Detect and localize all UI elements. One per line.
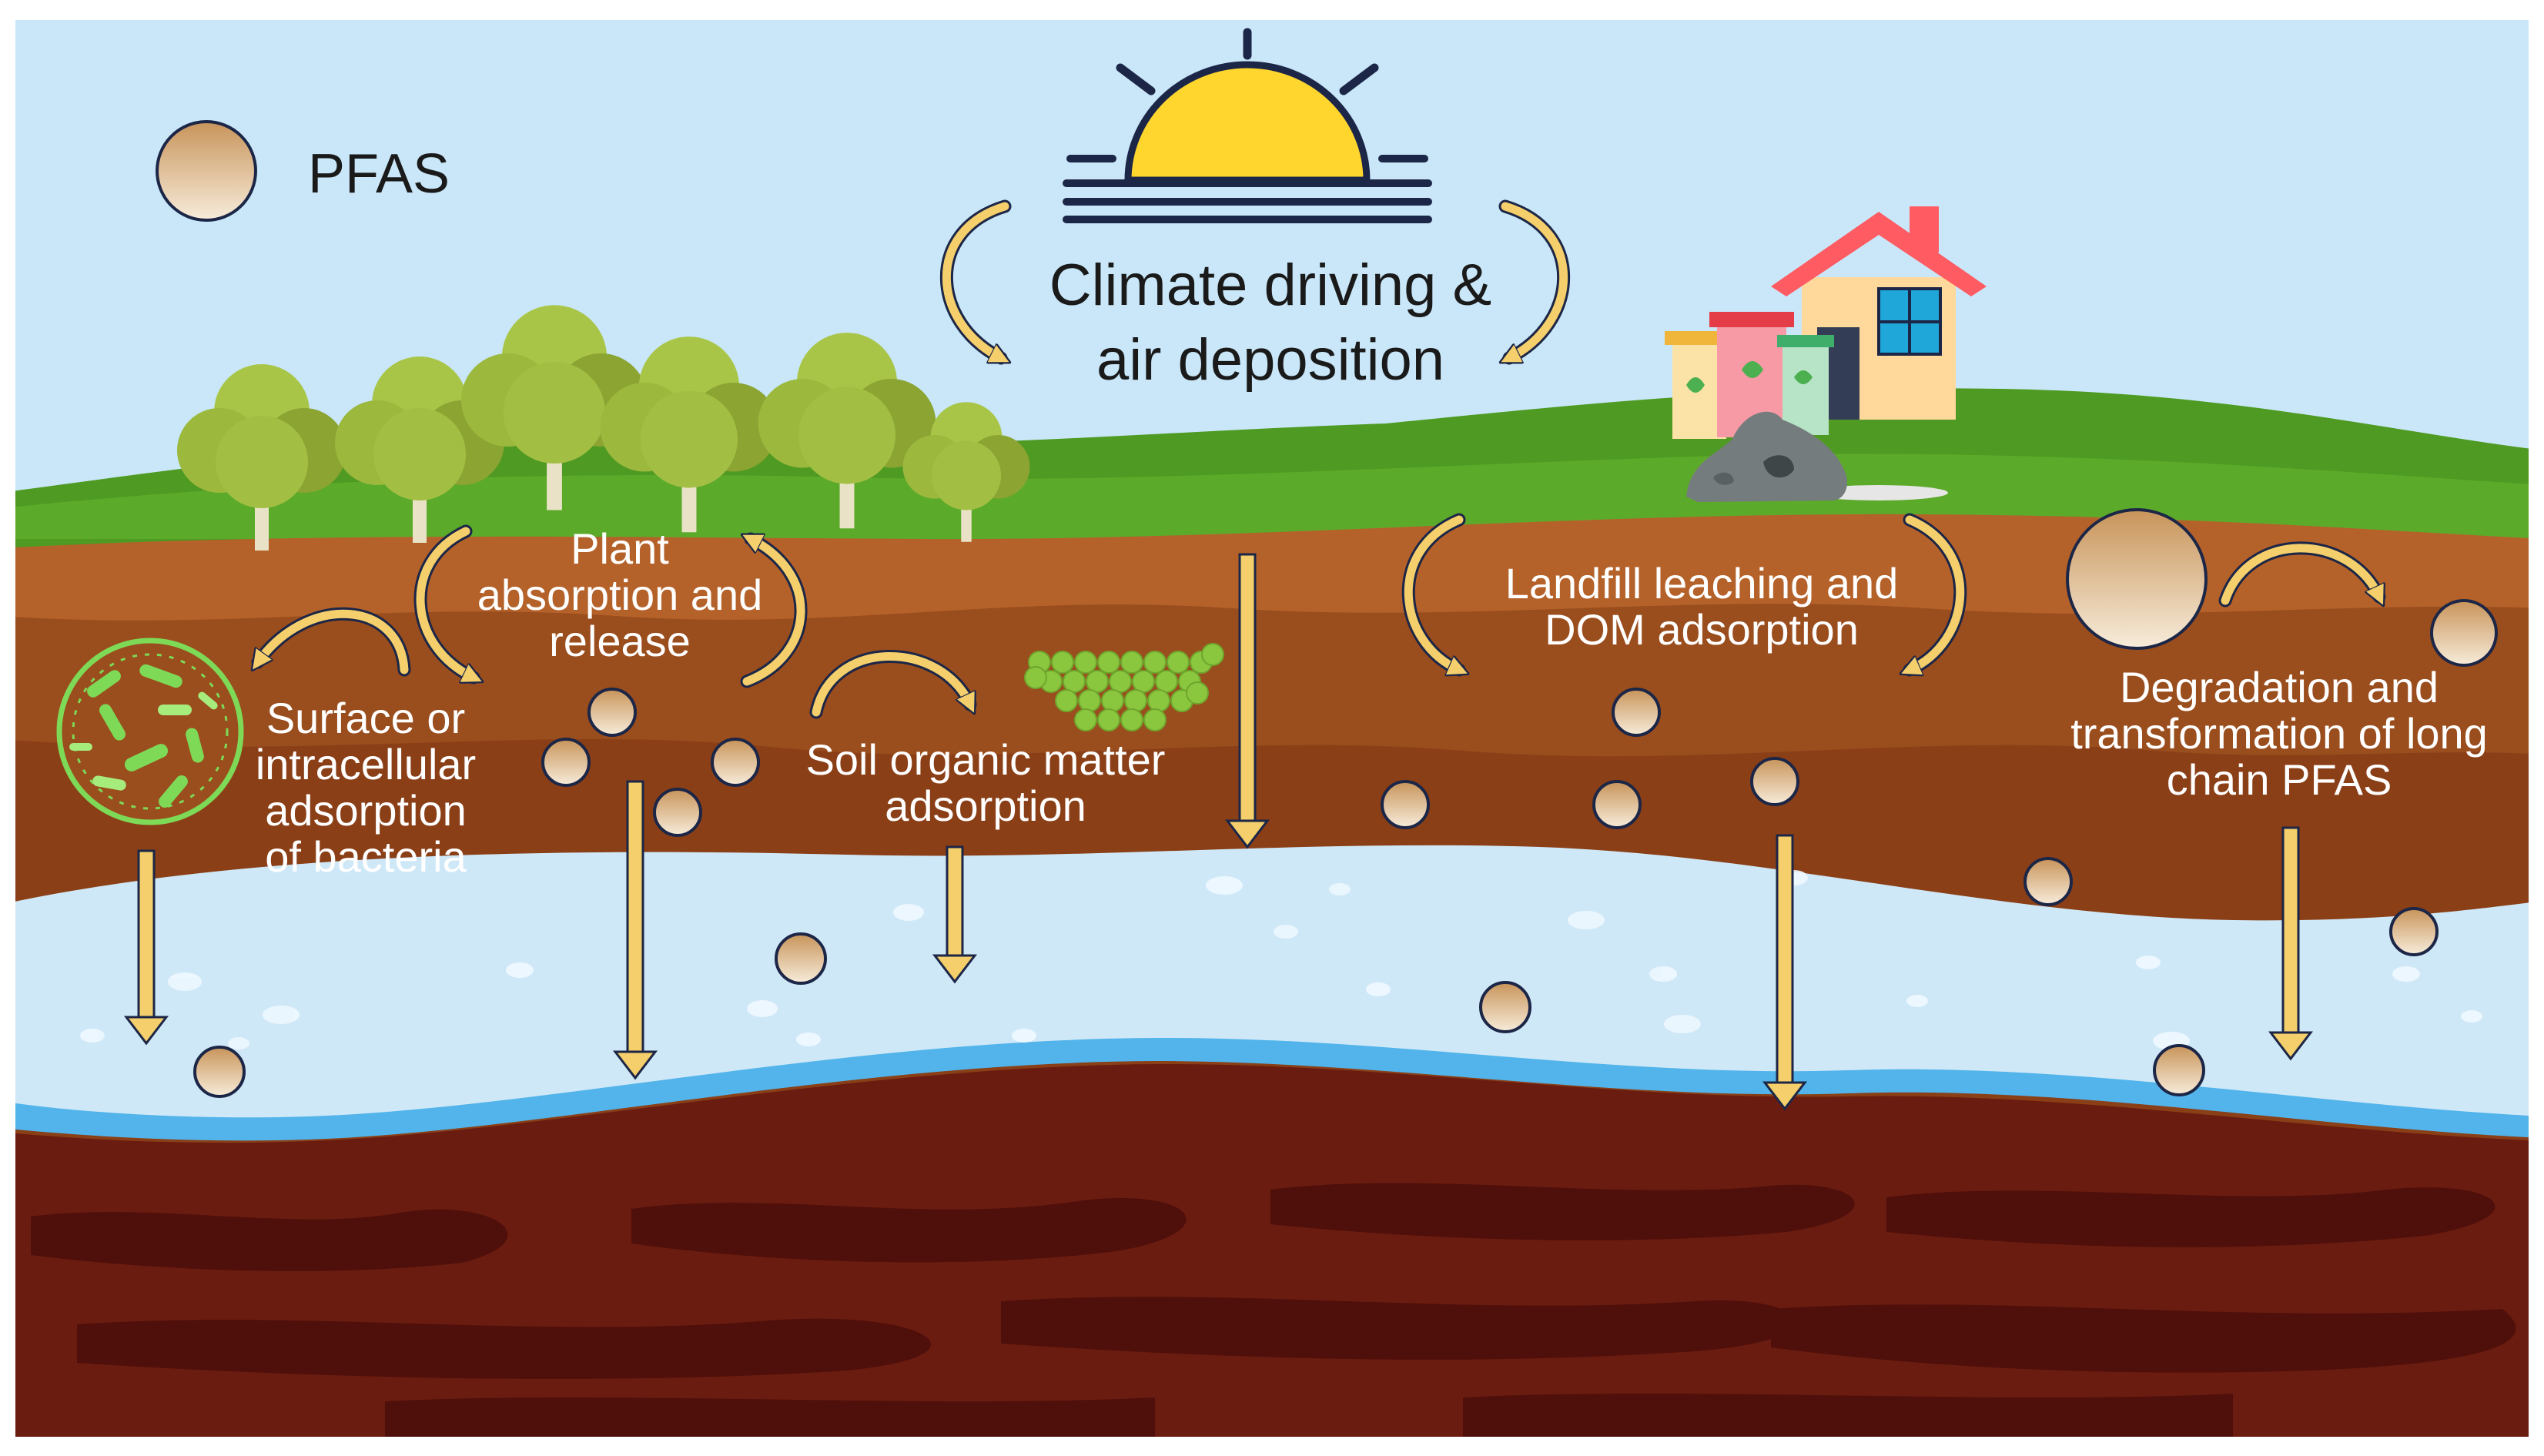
down-arrow-icon [612, 780, 658, 1080]
tree-icon [902, 402, 1030, 542]
pfas-particle-icon [193, 1046, 246, 1098]
pfas-particle-icon [2389, 907, 2439, 956]
tree-icon [461, 305, 648, 510]
pfas-particle-icon [711, 738, 760, 787]
garbage-pile-icon [1686, 411, 1948, 502]
tree-icon [177, 364, 346, 551]
cycle-arrow-icon [2218, 541, 2386, 601]
bedrock-texture [31, 1183, 2516, 1437]
label-soil-organic-matter: Soil organic matter adsorption [805, 735, 1166, 830]
pfas-particle-icon [1750, 757, 1799, 806]
cycle-arrow-icon [747, 532, 808, 688]
label-landfill-leaching: Landfill leaching and DOM adsorption [1505, 559, 1899, 654]
sun-icon [1063, 28, 1432, 223]
cycle-arrow-icon [939, 199, 1005, 365]
cycle-arrows [258, 199, 2386, 719]
pfas-legend-swatch-icon [156, 120, 257, 222]
pfas-particle-icon [2430, 599, 2498, 667]
house-icon [1771, 206, 1987, 420]
organic-matter-particles-icon [1024, 643, 1224, 731]
cycle-arrow-icon [1401, 513, 1459, 670]
down-arrow-icon [1224, 553, 1270, 849]
bacteria-cluster-icon [56, 638, 244, 825]
down-arrow-icon [123, 849, 169, 1046]
tree-icon [600, 336, 778, 533]
pfas-particle-icon [1381, 780, 1430, 829]
legend-label: PFAS [308, 143, 450, 205]
cycle-arrow-icon [809, 649, 977, 719]
pfas-particle-icon [541, 738, 591, 787]
label-degradation: Degradation and transformation of long c… [2070, 663, 2488, 804]
cycle-arrow-icon [258, 608, 411, 677]
groundwater-edge [15, 1037, 2529, 1141]
pfas-particle-icon [2066, 508, 2208, 650]
down-arrow-icon [1762, 834, 1808, 1111]
down-arrow-icon [932, 845, 978, 984]
pfas-particle-icon [587, 688, 637, 737]
label-plant-absorption: Plant absorption and release [477, 524, 763, 665]
pfas-particle-icon [2023, 857, 2073, 906]
cycle-arrow-icon [1910, 513, 1967, 670]
pfas-particle-icon [1592, 780, 1642, 829]
pfas-particle-icon [1479, 981, 1531, 1033]
pfas-particle-icon [1612, 688, 1661, 737]
leaching-arrows [123, 553, 2314, 1111]
cycle-arrow-icon [1505, 199, 1571, 365]
pfas-particle-icon [2153, 1044, 2205, 1096]
pfas-particle-icon [653, 788, 702, 837]
groundwater-bubbles [80, 870, 2482, 1050]
pfas-particles [193, 508, 2498, 1098]
tree-icon [335, 356, 504, 543]
tree-icon [758, 333, 936, 529]
label-climate-driving: Climate driving & air deposition [1049, 253, 1492, 393]
down-arrow-icon [2268, 826, 2314, 1061]
pfas-particle-icon [775, 932, 827, 985]
cycle-arrow-icon [413, 524, 474, 684]
label-bacteria-adsorption: Surface or intracellular adsorption of b… [255, 694, 477, 881]
tree-group [177, 305, 1030, 551]
